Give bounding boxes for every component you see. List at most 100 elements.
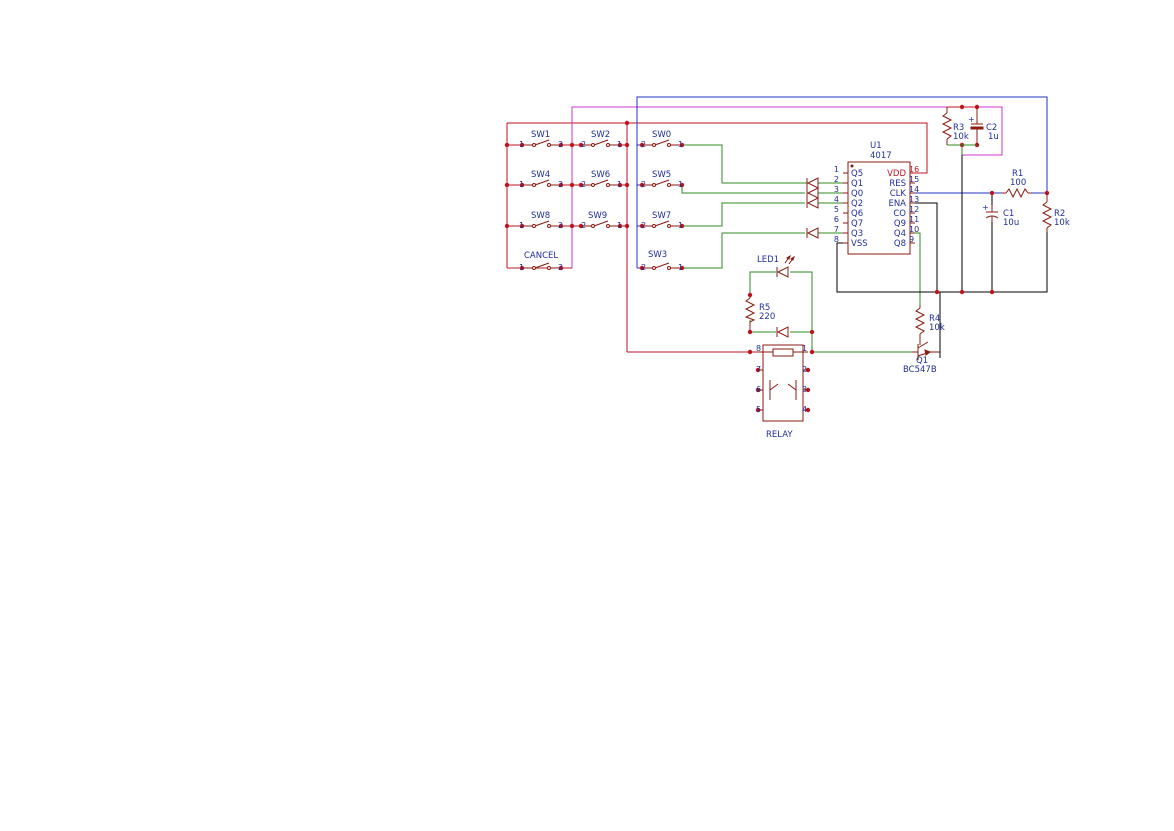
switch-sw4-ref: SW4 — [531, 170, 550, 180]
relay-pin7: 7 — [756, 365, 761, 374]
c1-value: 10u — [1003, 218, 1019, 228]
ic-pin12-num: 12 — [909, 205, 919, 214]
c2-ref: C2 — [986, 123, 997, 133]
r3-value: 10k — [953, 132, 969, 142]
switch-sw9-pin2: 1 — [617, 221, 622, 230]
ic-pin-co: CO — [893, 209, 906, 219]
switch-sw2-ref: SW2 — [591, 130, 610, 140]
switch-sw0 — [642, 139, 682, 147]
r4-ref: R4 — [929, 314, 940, 324]
switch-sw3-pin2: 1 — [678, 263, 683, 272]
switch-sw0-pin1: 2 — [641, 140, 646, 149]
diode-q3 — [806, 227, 819, 239]
switch-sw5-pin1: 2 — [641, 180, 646, 189]
resistor-r2 — [1041, 193, 1053, 232]
q1-value: BC547B — [903, 365, 937, 375]
switch-cancel-ref: CANCEL — [524, 251, 558, 261]
ic-pin15-num: 15 — [909, 175, 919, 184]
ic-pin-q3: Q3 — [851, 229, 863, 239]
resistor-r1 — [1002, 187, 1032, 199]
c2-value: 1u — [988, 132, 999, 142]
wire-green-net — [681, 144, 963, 353]
ic-pin-q7: Q7 — [851, 219, 863, 229]
switch-sw7 — [642, 220, 682, 228]
ic-pin-res: RES — [889, 179, 906, 189]
ic-pin-vdd: VDD — [887, 169, 906, 179]
capacitor-c1: + — [982, 203, 999, 222]
diode-q0 — [806, 187, 819, 199]
ic-pin-vss: VSS — [851, 239, 868, 249]
ic-pin-q8: Q8 — [894, 239, 906, 249]
ic-pin10-num: 10 — [909, 225, 919, 234]
switch-sw7-ref: SW7 — [652, 211, 671, 221]
switch-sw0-ref: SW0 — [652, 130, 671, 140]
led-led1 — [776, 254, 795, 278]
ic-pin4-num: 4 — [834, 195, 839, 204]
switch-sw1-ref: SW1 — [531, 130, 550, 140]
resistor-r4 — [914, 305, 926, 342]
switch-sw5-ref: SW5 — [652, 170, 671, 180]
switch-sw4-pin2: 2 — [558, 180, 563, 189]
ic-pin-ena: ENA — [888, 199, 906, 209]
resistor-r5 — [744, 295, 756, 332]
switch-sw8 — [522, 220, 561, 228]
ic-pin-stubs — [843, 172, 915, 244]
r2-value: 10k — [1054, 218, 1070, 228]
diode-q2 — [806, 197, 819, 209]
relay-pin5: 5 — [756, 405, 761, 414]
switch-sw3-pin1: 2 — [641, 263, 646, 272]
r1-ref: R1 — [1012, 169, 1023, 179]
ic-pin-q2: Q2 — [851, 199, 863, 209]
led1-ref: LED1 — [757, 255, 779, 265]
switch-cancel-pin1: 1 — [519, 263, 524, 272]
switch-sw7-pin1: 2 — [641, 221, 646, 230]
switch-sw4 — [522, 179, 561, 187]
ic-pin2-num: 2 — [834, 175, 839, 184]
ic-pin5-num: 5 — [834, 205, 839, 214]
transistor-q1 — [912, 341, 940, 360]
switch-matrix — [522, 139, 682, 270]
ic-pin9-num: 9 — [909, 235, 914, 244]
relay-pin8: 8 — [756, 344, 761, 353]
switch-sw7-pin2: 1 — [678, 221, 683, 230]
ic-pin-q5: Q5 — [851, 169, 863, 179]
ic-ref: U1 — [870, 141, 882, 151]
wire-magenta-net — [571, 106, 1003, 268]
c1-ref: C1 — [1003, 209, 1014, 219]
svg-text:+: + — [982, 203, 989, 212]
switch-sw3 — [642, 262, 682, 270]
ic-pin-q9: Q9 — [894, 219, 906, 229]
wire-blue-net — [636, 96, 1048, 269]
switch-sw8-pin2: 2 — [558, 221, 563, 230]
diode-array — [806, 177, 819, 239]
relay-pin2: 2 — [802, 365, 807, 374]
ic-pin13-num: 13 — [909, 195, 919, 204]
ic-value: 4017 — [870, 151, 892, 161]
switch-sw6-pin1: 2 — [581, 180, 586, 189]
r3-ref: R3 — [953, 123, 964, 133]
r1-value: 100 — [1010, 178, 1026, 188]
ic-pin1-num: 1 — [834, 165, 839, 174]
switch-sw2-pin1: 2 — [581, 140, 586, 149]
q1-ref: Q1 — [916, 356, 928, 366]
ic-pin-q0: Q0 — [851, 189, 863, 199]
switch-sw6 — [581, 179, 620, 187]
switch-labels: SW1 1 2 SW2 2 1 SW0 2 1 SW4 1 2 SW6 2 1 … — [519, 130, 683, 272]
switch-sw6-ref: SW6 — [591, 170, 610, 180]
diode-flyback — [776, 326, 789, 338]
ic-pin-clk: CLK — [890, 189, 907, 199]
switch-sw3-ref: SW3 — [648, 250, 667, 260]
relay-pin3: 3 — [802, 385, 807, 394]
switch-sw9-ref: SW9 — [588, 211, 607, 221]
switch-sw1-pin2: 2 — [558, 140, 563, 149]
relay-pin6: 6 — [756, 385, 761, 394]
diode-q1 — [806, 177, 819, 189]
switch-sw1-pin1: 1 — [519, 140, 524, 149]
ic-pin-q1: Q1 — [851, 179, 863, 189]
relay-pin1: 1 — [802, 344, 807, 353]
svg-text:+: + — [968, 115, 975, 124]
switch-sw0-pin2: 1 — [678, 140, 683, 149]
r4-value: 10k — [929, 323, 945, 333]
ic-pin11-num: 11 — [909, 215, 919, 224]
